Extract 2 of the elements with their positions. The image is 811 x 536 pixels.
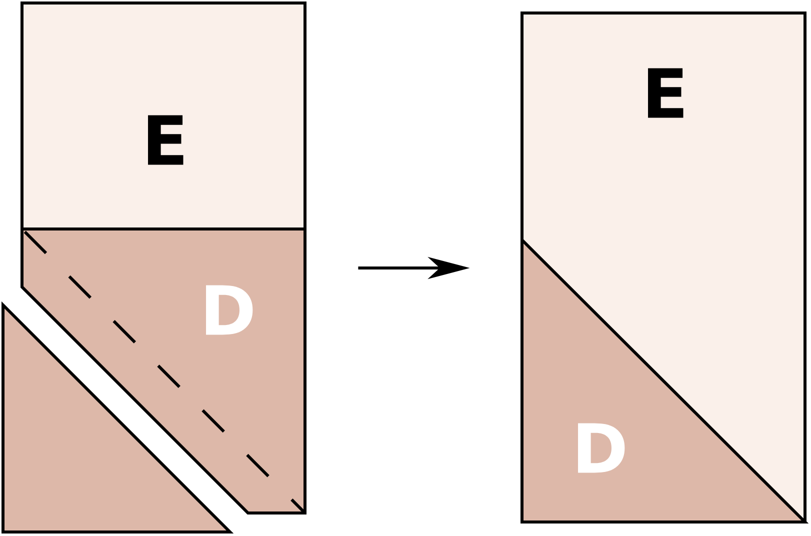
fabric-piece: D — [20, 228, 306, 514]
fabric-square: E — [20, 2, 306, 230]
